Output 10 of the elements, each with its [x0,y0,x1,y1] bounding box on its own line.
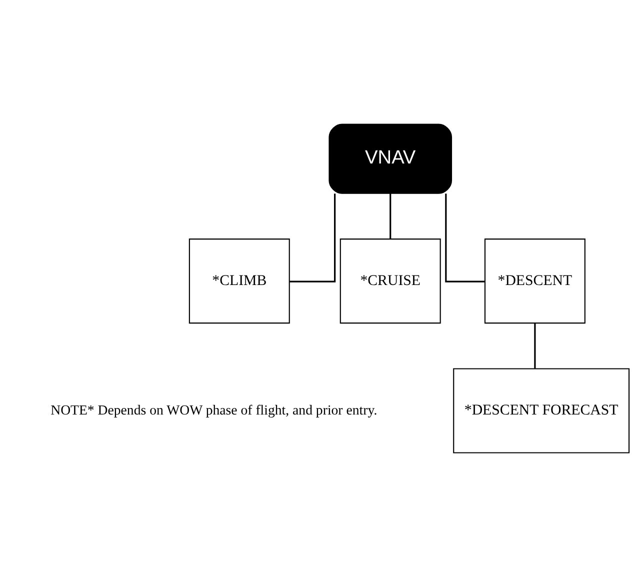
connector [445,194,485,282]
node-box: *DESCENT FORECAST [453,368,630,454]
node-box: VNAV [328,124,452,194]
node-box: *CRUISE [340,238,441,324]
connector [534,323,536,368]
label: NOTE* Depends on WOW phase of flight, and prior entry. [50,402,378,418]
node-box: *DESCENT [484,238,586,324]
connector [290,194,336,282]
node-box: *CLIMB [188,238,290,324]
connector [390,194,392,239]
